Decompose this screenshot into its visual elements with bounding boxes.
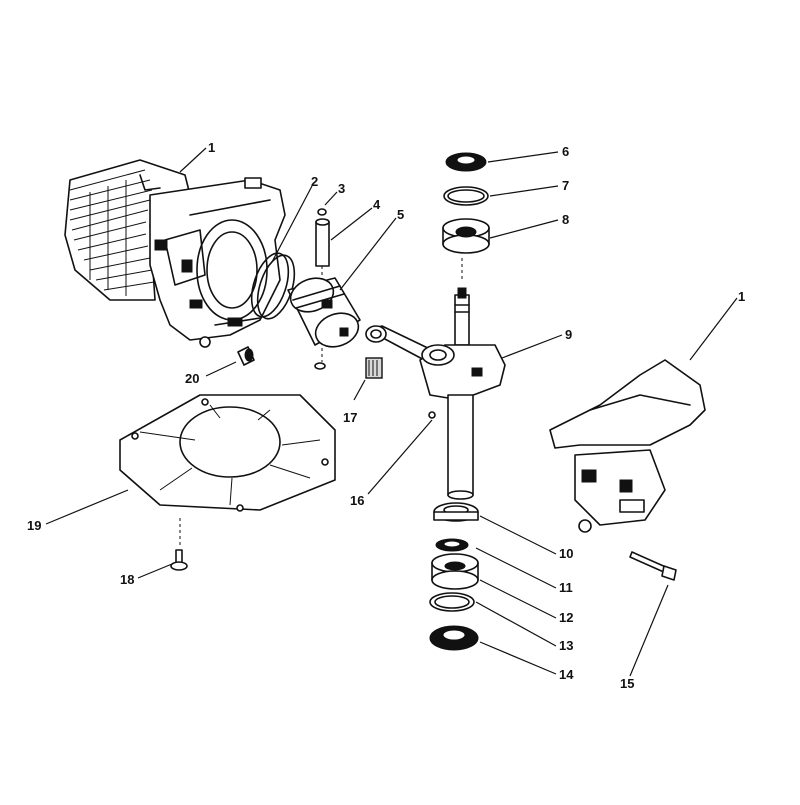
callout-17: 17 bbox=[343, 410, 357, 425]
callout-18: 18 bbox=[120, 572, 134, 587]
bottom-bearing-stack bbox=[429, 502, 479, 651]
callout-10: 10 bbox=[559, 546, 573, 561]
callout-15: 15 bbox=[620, 676, 634, 691]
callout-12: 12 bbox=[559, 610, 573, 625]
callout-16: 16 bbox=[350, 493, 364, 508]
callout-4: 4 bbox=[373, 197, 381, 212]
callout-7: 7 bbox=[562, 178, 569, 193]
top-seal-part bbox=[445, 152, 487, 172]
screw-part bbox=[170, 549, 188, 571]
mounting-plate-part bbox=[119, 394, 336, 545]
bolt-part bbox=[629, 551, 677, 581]
leader-lines bbox=[45, 147, 738, 677]
callout-14: 14 bbox=[559, 667, 574, 682]
crankcase-cover-part bbox=[549, 359, 706, 533]
dowel-pin-part bbox=[237, 346, 255, 366]
crankshaft-part bbox=[365, 258, 506, 500]
callout-9: 9 bbox=[565, 327, 572, 342]
retaining-ring-part bbox=[443, 186, 489, 206]
top-bearing-part bbox=[442, 218, 490, 254]
needle-bearing-part bbox=[365, 357, 383, 379]
callout-labels: 1 2 3 4 5 6 7 8 9 1 10 11 12 13 14 15 16… bbox=[27, 140, 745, 691]
callout-8: 8 bbox=[562, 212, 569, 227]
piston-part bbox=[287, 277, 361, 348]
callout-3: 3 bbox=[338, 181, 345, 196]
cylinder-crankcase-part bbox=[64, 159, 286, 348]
wrist-pin-part bbox=[314, 208, 330, 370]
callout-11: 11 bbox=[559, 580, 573, 595]
callout-6: 6 bbox=[562, 144, 569, 159]
callout-2: 2 bbox=[311, 174, 318, 189]
callout-1-cylinder: 1 bbox=[208, 140, 215, 155]
callout-20: 20 bbox=[185, 371, 199, 386]
callout-13: 13 bbox=[559, 638, 573, 653]
ball-part bbox=[428, 411, 436, 419]
callout-5: 5 bbox=[397, 207, 404, 222]
callout-1-cover: 1 bbox=[738, 289, 745, 304]
callout-19: 19 bbox=[27, 518, 41, 533]
